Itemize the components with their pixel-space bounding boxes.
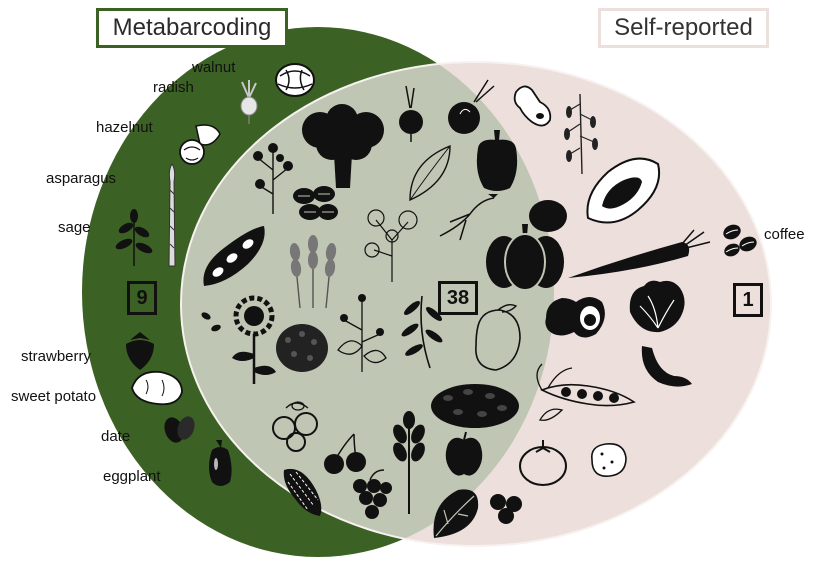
leaf-icon (406, 142, 454, 204)
cilantro-icon (364, 200, 420, 284)
pea-icon (528, 360, 640, 426)
quinoa-icon (274, 322, 330, 374)
grape-icon (346, 466, 394, 526)
potato-icon (586, 440, 630, 480)
label-eggplant: eggplant (103, 468, 161, 486)
self-reported-only-count: 1 (733, 283, 763, 317)
spinach-icon (428, 484, 482, 544)
label-coffee: coffee (764, 226, 805, 244)
sweet-potato-icon (128, 366, 186, 408)
peanut-icon (510, 82, 556, 130)
turnip-icon (396, 84, 426, 144)
black-bean-icon (428, 378, 522, 430)
cranberry-icon (268, 396, 326, 452)
hazelnut-icon (176, 120, 224, 170)
label-sage: sage (58, 219, 91, 237)
label-sweet-potato: sweet potato (11, 388, 96, 406)
eggplant-icon (204, 438, 236, 490)
bell-pepper-icon (472, 126, 522, 194)
asparagus-icon (162, 160, 182, 270)
broccoli-icon (298, 104, 388, 190)
metabarcoding-only-count: 9 (127, 281, 157, 315)
olive-branch-icon (392, 292, 444, 370)
flowering-herb-icon (248, 140, 298, 216)
lettuce-icon (626, 276, 688, 336)
label-walnut: walnut (192, 59, 235, 77)
tomato-icon (516, 436, 570, 488)
seed-icon (198, 308, 224, 336)
label-radish: radish (153, 79, 194, 97)
self-reported-title: Self-reported (598, 8, 769, 48)
blueberry-icon (486, 490, 526, 526)
label-strawberry: strawberry (21, 348, 91, 366)
apple-icon (442, 430, 486, 478)
label-date: date (101, 428, 130, 446)
bean-pod-icon (198, 222, 270, 292)
label-hazelnut: hazelnut (96, 119, 153, 137)
label-asparagus: asparagus (46, 170, 116, 188)
radish-icon (234, 80, 264, 126)
buckwheat-icon (332, 290, 390, 374)
banana-icon (636, 340, 696, 392)
date-icon (162, 410, 198, 446)
corn-icon (274, 460, 330, 520)
mango-icon (468, 302, 526, 374)
coffee-bean-icon (718, 218, 760, 260)
papaya-icon (582, 154, 664, 228)
walnut-icon (272, 58, 318, 102)
metabarcoding-title: Metabarcoding (96, 8, 288, 48)
sage-icon (110, 208, 158, 268)
avocado-icon (540, 288, 610, 342)
carrot-icon (564, 228, 714, 282)
